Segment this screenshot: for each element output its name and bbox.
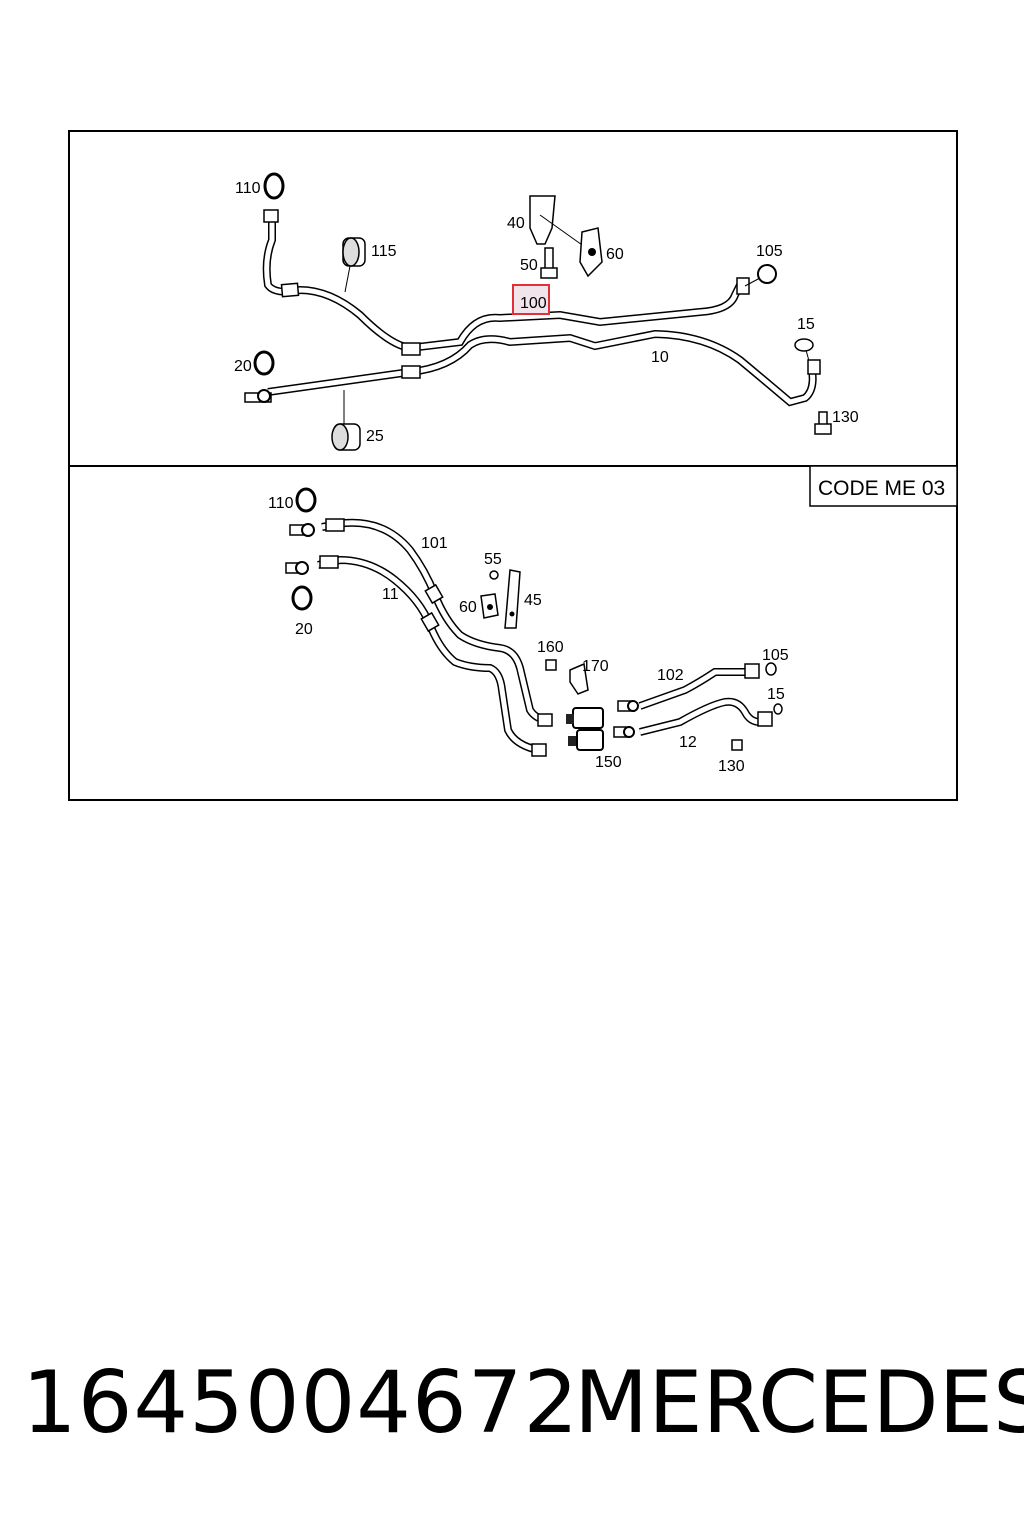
label-130-lower: 130: [718, 758, 745, 775]
lower-panel-artwork: [285, 487, 783, 757]
label-105-lower: 105: [762, 647, 789, 664]
label-12: 12: [679, 734, 697, 751]
label-150: 150: [595, 754, 622, 771]
footer: 1645004672 MERCEDES: [0, 1360, 1024, 1480]
part-number: 1645004672: [22, 1353, 580, 1453]
label-20-upper: 20: [234, 358, 252, 375]
label-170: 170: [582, 658, 609, 675]
upper-labels: 110 115 40 60 50 105 100 15 10 20 130 25: [234, 180, 859, 445]
label-11: 11: [382, 586, 399, 603]
label-25: 25: [366, 428, 384, 445]
label-160: 160: [537, 639, 564, 656]
label-50: 50: [520, 257, 538, 274]
label-115: 115: [371, 243, 397, 260]
brand-name: MERCEDES: [574, 1353, 1024, 1453]
label-55: 55: [484, 551, 502, 568]
label-102: 102: [657, 667, 684, 684]
label-110-upper: 110: [235, 180, 261, 197]
highlight-box-100: [512, 284, 550, 315]
label-130-upper: 130: [832, 409, 859, 426]
code-box: [809, 465, 958, 507]
upper-panel-artwork: [244, 172, 832, 451]
label-60-lower: 60: [459, 599, 477, 616]
label-45: 45: [524, 592, 542, 609]
label-105-upper: 105: [756, 243, 783, 260]
label-110-lower: 110: [268, 495, 294, 512]
lower-labels: 110 101 55 11 60 45 20 160 170 102 105 1…: [268, 495, 789, 775]
label-15-upper: 15: [797, 316, 815, 333]
label-60-upper: 60: [606, 246, 624, 263]
lower-panel-frame: [68, 465, 958, 801]
label-20-lower: 20: [295, 621, 313, 638]
label-101: 101: [421, 535, 448, 552]
label-15-lower: 15: [767, 686, 785, 703]
label-100: 100: [520, 295, 547, 312]
label-40: 40: [507, 215, 525, 232]
code-box-label: CODE ME 03: [818, 477, 945, 500]
label-10: 10: [651, 349, 669, 366]
